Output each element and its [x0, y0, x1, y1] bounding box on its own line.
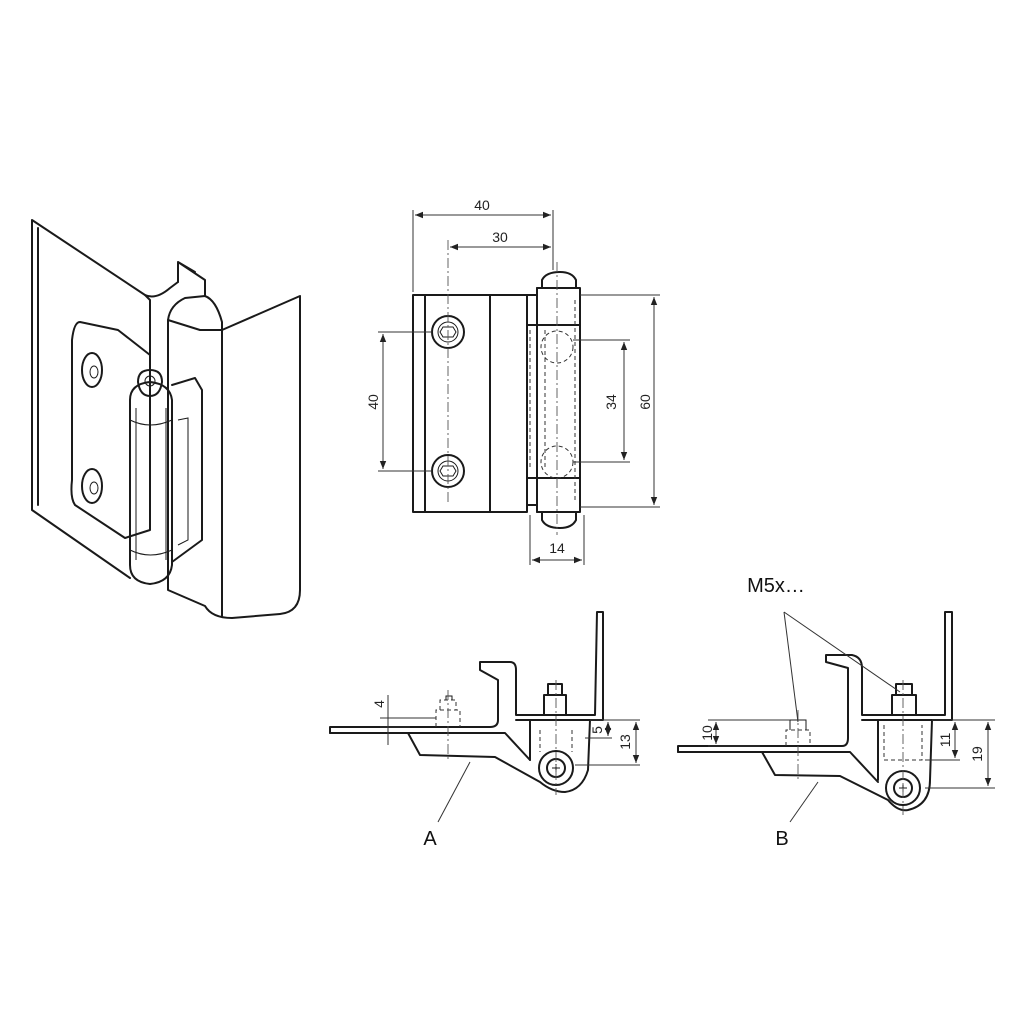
view-a-dim-text-5: 5 — [589, 726, 605, 734]
hinge-knuckle — [129, 381, 173, 585]
dim-hole-spacing-left: 40 — [365, 331, 432, 472]
pin-cap-top — [541, 271, 577, 289]
view-a-door-sheet — [329, 611, 604, 734]
dim-hole-spacing-right: 34 — [573, 339, 630, 463]
left-leaf-plate — [70, 321, 151, 539]
left-panel-fold — [37, 227, 151, 506]
leaf-screw-lower — [81, 468, 103, 504]
pin-cap-bottom — [541, 511, 577, 529]
view-a-label: A — [423, 828, 437, 850]
dim-text-40-top: 40 — [474, 197, 490, 213]
view-b-hinge-leaf — [761, 719, 933, 812]
dim-overall-width: 40 — [412, 197, 554, 292]
view-a-dim-4: 4 — [371, 695, 436, 745]
view-b-dim-text-19: 19 — [969, 746, 985, 762]
front-left-leaf — [412, 294, 528, 513]
frame-return — [177, 261, 206, 297]
view-a-hinge-leaf — [407, 719, 591, 793]
dim-text-30: 30 — [492, 229, 508, 245]
view-b-screw-note: M5x… — [747, 575, 805, 597]
leaf-screw-upper — [81, 352, 103, 388]
view-b-dim-text-10: 10 — [699, 725, 715, 741]
view-a-dim-text-4: 4 — [371, 700, 387, 708]
view-a-dim-text-13: 13 — [617, 734, 633, 750]
front-view: 40 30 40 34 60 — [365, 197, 660, 565]
section-view-a: 4 5 13 A — [329, 611, 640, 850]
view-b-dim-10: 10 — [699, 719, 790, 747]
view-a-pin-screw — [539, 683, 573, 752]
isometric-hinge-view — [31, 219, 301, 619]
dim-text-14: 14 — [549, 540, 565, 556]
view-b-dim-11-19: 11 19 — [925, 719, 995, 789]
view-b-dim-text-11: 11 — [937, 733, 953, 748]
section-view-b: M5x… 10 11 19 B — [677, 575, 995, 850]
hinge-pin-top — [137, 369, 163, 397]
view-a-dim-5-13: 5 13 — [575, 719, 640, 766]
dim-text-60: 60 — [637, 394, 653, 410]
right-panel-edge — [167, 319, 223, 617]
dim-text-34: 34 — [603, 394, 619, 410]
dim-height-60: 60 — [580, 294, 660, 508]
view-b-label: B — [775, 828, 788, 850]
view-b-door-sheet — [677, 611, 953, 753]
right-door-panel — [167, 295, 301, 619]
right-leaf-plate — [171, 377, 203, 563]
dim-text-40-left: 40 — [365, 394, 381, 410]
dim-width-30: 30 — [450, 229, 551, 251]
dim-knuckle-width: 14 — [529, 515, 585, 565]
